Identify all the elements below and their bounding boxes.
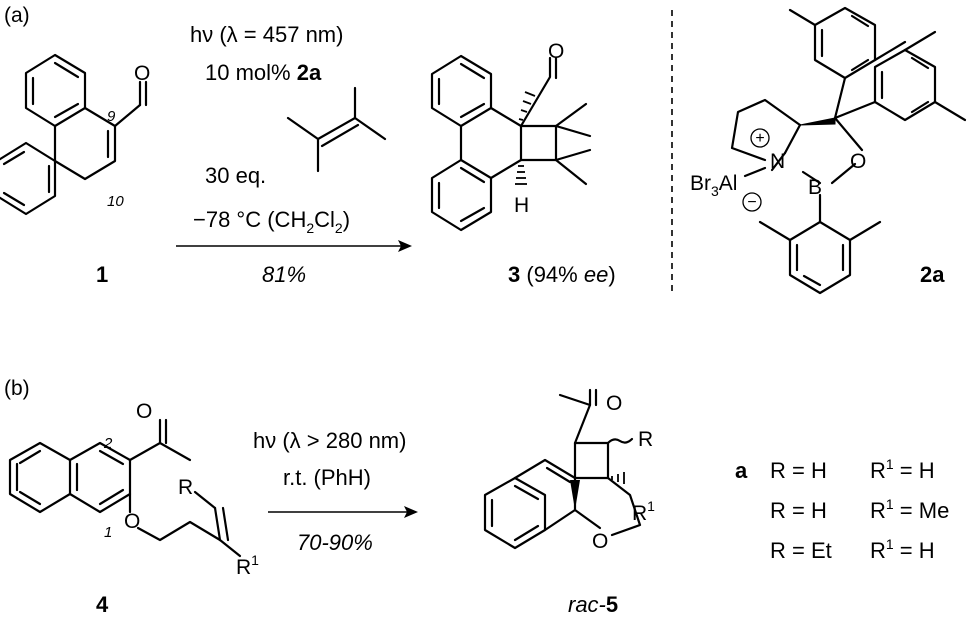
compound-3-structure [430,54,592,232]
reaction-arrow-b [268,506,418,518]
compound-4-number: 4 [96,592,109,617]
compound-5-r-group: R [638,428,653,451]
position-10-label: 10 [107,193,124,210]
condition-catalyst-loading: 10 mol% 2a [205,60,322,85]
condition-light-a: hν (λ = 457 nm) [190,22,343,47]
compound-3-oxygen: O [548,40,564,63]
catalyst-boron: B [808,176,822,199]
compound-4-structure [8,418,192,514]
compound-1-oxygen: O [134,62,150,85]
compound-3-label: 3 (94% ee) [508,262,616,287]
table-entry-label: a [735,458,748,483]
catalyst-aluminium-bromide: Br3Al [690,172,737,199]
positive-charge-circle [750,128,770,148]
compound-1-number: 1 [96,262,108,287]
compound-5-structure [483,388,642,550]
compound-3-methyl-bonds [586,86,624,202]
catalyst-2a-number: 2a [920,262,945,287]
position-2-label: 2 [103,435,113,452]
table-row-1-r1: R1 = H [870,456,935,483]
yield-a: 81% [262,262,306,287]
table-row-2-r1: R1 = Me [870,496,949,523]
table-row-3-r1: R1 = H [870,536,935,563]
condition-solvent-b: r.t. (PhH) [283,465,371,490]
table-row-2-r: R = H [770,498,827,523]
condition-temperature-solvent: −78 °C (CH2Cl2) [193,207,350,236]
compound-4-ketone-oxygen: O [136,400,152,423]
tetramethylethylene-structure [286,86,387,173]
compound-5-ether-oxygen: O [592,530,608,553]
yield-b: 70-90% [297,530,373,555]
table-row-3-r: R = Et [770,538,832,563]
positive-charge-sign: + [755,130,764,147]
position-1-label: 1 [104,524,112,541]
panel-a-label: (a) [4,4,30,27]
catalyst-nitrogen: N [770,150,785,173]
condition-light-b: hν (λ > 280 nm) [253,428,406,453]
negative-charge-sign: − [747,194,756,211]
catalyst-2a-structure [730,6,967,295]
reaction-arrow-a [176,240,412,252]
substituent-table: a R = H R1 = H R = H R1 = Me R = Et R1 =… [735,456,949,563]
compound-5-wedge-bond [570,480,580,510]
compound-1-structure [0,53,148,216]
compound-3-hydrogen: H [514,194,529,217]
catalyst-oxygen: O [850,150,866,173]
position-9-label: 9 [107,108,116,125]
compound-5-r1-group: R1 [632,498,655,525]
compound-4-r-group: R [178,476,193,499]
compound-5-ketone-oxygen: O [606,392,622,415]
compound-4-r1-group: R1 [236,552,259,579]
negative-charge-circle [742,192,762,212]
condition-equivalents: 30 eq. [205,163,266,188]
compound-5-label: rac-5 [568,592,618,617]
compound-3-stereo-hashes [515,91,536,185]
compound-5-hashed-bond [611,472,625,484]
panel-b-label: (b) [4,377,30,400]
compound-4-ether-chain [128,490,242,558]
table-row-1-r: R = H [770,458,827,483]
compound-4-ether-oxygen: O [124,510,140,533]
